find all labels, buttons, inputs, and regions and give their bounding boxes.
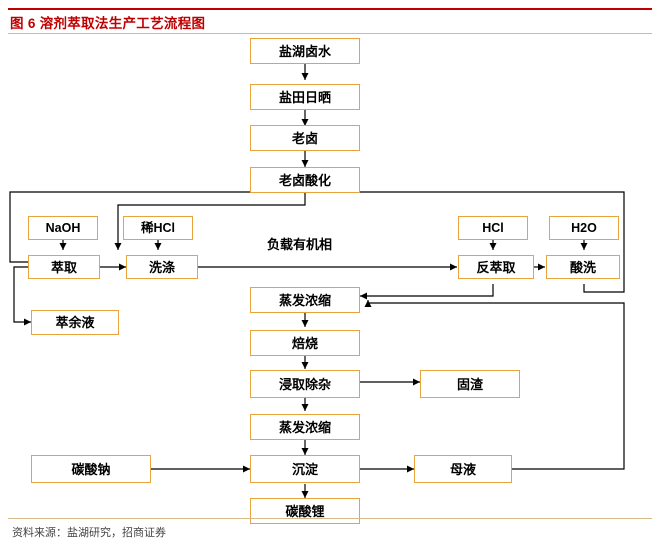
figure-title: 图 6 溶剂萃取法生产工艺流程图 bbox=[10, 16, 206, 31]
node-leaching-impurity-removal[interactable]: 浸取除杂 bbox=[250, 370, 360, 398]
node-mother-liquor[interactable]: 母液 bbox=[414, 455, 512, 483]
node-roasting[interactable]: 焙烧 bbox=[250, 330, 360, 356]
node-dilute-hcl[interactable]: 稀HCl bbox=[123, 216, 193, 240]
node-solid-residue[interactable]: 固渣 bbox=[420, 370, 520, 398]
node-acid-washing[interactable]: 酸洗 bbox=[546, 255, 620, 279]
node-label: 碳酸钠 bbox=[71, 461, 111, 477]
node-label: 碳酸锂 bbox=[285, 503, 325, 519]
bottom-divider bbox=[8, 518, 652, 519]
node-label: H2O bbox=[571, 220, 597, 235]
node-label: 老卤酸化 bbox=[278, 172, 331, 188]
node-label: HCl bbox=[482, 220, 504, 235]
node-old-brine[interactable]: 老卤 bbox=[250, 125, 360, 151]
node-label: 母液 bbox=[449, 461, 476, 477]
label-loaded-organic-phase: 负载有机相 bbox=[267, 237, 333, 252]
title-divider bbox=[8, 33, 652, 34]
node-label: 反萃取 bbox=[476, 259, 516, 275]
source-note: 资料来源：盐湖研究，招商证券 bbox=[12, 527, 166, 539]
node-lithium-carbonate[interactable]: 碳酸锂 bbox=[250, 498, 360, 524]
node-label: 老卤 bbox=[291, 130, 318, 146]
node-label: NaOH bbox=[45, 220, 81, 235]
node-back-extraction[interactable]: 反萃取 bbox=[458, 255, 534, 279]
node-washing[interactable]: 洗涤 bbox=[126, 255, 198, 279]
node-h2o[interactable]: H2O bbox=[549, 216, 619, 240]
node-label: 蒸发浓缩 bbox=[278, 292, 331, 308]
node-label: 稀HCl bbox=[140, 220, 176, 235]
node-label: 固渣 bbox=[456, 376, 483, 392]
node-label: 萃取 bbox=[50, 259, 77, 275]
node-hcl[interactable]: HCl bbox=[458, 216, 528, 240]
node-label: 蒸发浓缩 bbox=[278, 419, 331, 435]
node-label: 萃余液 bbox=[55, 315, 95, 330]
node-label: 盐湖卤水 bbox=[278, 43, 331, 59]
node-precipitation[interactable]: 沉淀 bbox=[250, 455, 360, 483]
node-label: 酸洗 bbox=[569, 259, 596, 275]
node-extraction[interactable]: 萃取 bbox=[28, 255, 100, 279]
node-evaporation-concentration-1[interactable]: 蒸发浓缩 bbox=[250, 287, 360, 313]
node-naoh[interactable]: NaOH bbox=[28, 216, 98, 240]
node-label: 焙烧 bbox=[291, 335, 318, 351]
node-salt-lake-brine[interactable]: 盐湖卤水 bbox=[250, 38, 360, 64]
node-sodium-carbonate[interactable]: 碳酸钠 bbox=[31, 455, 151, 483]
node-label: 洗涤 bbox=[148, 259, 175, 275]
node-label: 盐田日晒 bbox=[278, 89, 331, 105]
node-label: 浸取除杂 bbox=[278, 376, 331, 392]
node-old-brine-acidification[interactable]: 老卤酸化 bbox=[250, 167, 360, 193]
node-raffinate[interactable]: 萃余液 bbox=[31, 310, 119, 335]
top-red-rule bbox=[8, 8, 652, 10]
node-evaporation-concentration-2[interactable]: 蒸发浓缩 bbox=[250, 414, 360, 440]
node-salt-field-drying[interactable]: 盐田日晒 bbox=[250, 84, 360, 110]
node-label: 沉淀 bbox=[291, 461, 318, 477]
